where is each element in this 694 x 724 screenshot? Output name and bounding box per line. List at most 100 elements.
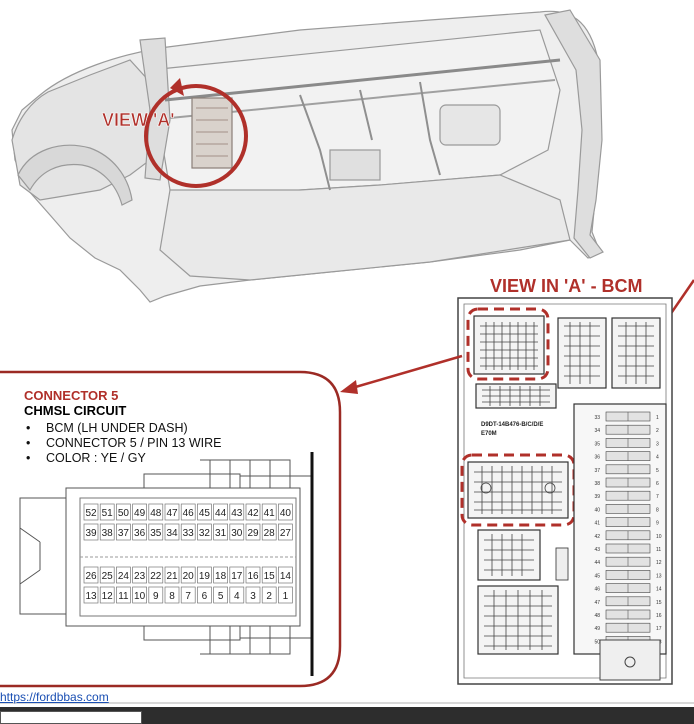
pin-cell xyxy=(83,566,99,584)
fuse-number: 4 xyxy=(656,455,659,461)
pin-label: 28 xyxy=(264,528,276,539)
fuse-number: 34 xyxy=(594,428,600,434)
fuse-number: 12 xyxy=(656,560,662,566)
connector-left-taper xyxy=(19,527,41,585)
bcm-connector-1 xyxy=(473,315,545,375)
fuse-number: 13 xyxy=(656,573,662,579)
pin-cell xyxy=(245,503,261,521)
pin-cell xyxy=(213,523,228,541)
fuse-number: 8 xyxy=(656,507,659,513)
pin-label: 36 xyxy=(134,528,146,539)
pin-label: 39 xyxy=(85,528,97,539)
pin-label: 20 xyxy=(183,571,195,582)
pin-label: 17 xyxy=(231,571,243,582)
pin-label: 10 xyxy=(134,591,146,602)
bcm-connector-1-highlight xyxy=(466,307,550,381)
fuse-number: 17 xyxy=(656,626,662,632)
bcm-connector-1-pins xyxy=(480,322,538,370)
pin-cell xyxy=(132,586,147,604)
bcm-bottom-mount xyxy=(599,639,661,681)
pin-label: 50 xyxy=(118,508,130,519)
pin-cell xyxy=(229,566,245,584)
pin-label: 27 xyxy=(280,528,292,539)
pin-label: 18 xyxy=(215,571,227,582)
pin-label: 33 xyxy=(183,528,195,539)
bcm-mount-hole xyxy=(624,656,636,668)
bcm-part-suffix: E70M xyxy=(481,431,497,437)
wheel-arch xyxy=(17,144,133,206)
pin-label: 31 xyxy=(215,528,227,539)
pin-cell xyxy=(278,566,293,584)
vehicle-body-illustration xyxy=(11,9,604,303)
connector-detail-arrow-line xyxy=(351,354,463,390)
connector-title: CONNECTOR 5 xyxy=(24,388,119,403)
pin-label: 34 xyxy=(166,528,178,539)
pin-label: 15 xyxy=(264,571,276,582)
pin-label: 12 xyxy=(102,591,114,602)
pin-label: 3 xyxy=(250,591,256,602)
pin-label: 49 xyxy=(134,508,146,519)
fuse-number: 11 xyxy=(656,547,661,553)
pin-label: 7 xyxy=(185,591,191,602)
fuse-number: 15 xyxy=(656,600,662,606)
fuse-number: 40 xyxy=(594,507,600,513)
connector-top-latch xyxy=(143,473,241,489)
pin-cell xyxy=(213,503,228,521)
pin-label: 48 xyxy=(150,508,162,519)
bcm-connector-6 xyxy=(477,529,541,581)
circuit-title: CHMSL CIRCUIT xyxy=(24,403,127,418)
pin-label: 37 xyxy=(118,528,130,539)
pin-cell xyxy=(278,503,293,521)
pin-cell xyxy=(197,503,212,521)
connector-bottom-ribs xyxy=(200,626,291,655)
bcm-connector-3-pins xyxy=(618,322,654,384)
right-a-pillar xyxy=(544,9,604,259)
source-link[interactable]: https://fordbbas.com xyxy=(0,690,109,704)
fuse-number: 6 xyxy=(656,481,659,487)
fuse-number: 39 xyxy=(594,494,600,500)
fuse-number: 44 xyxy=(594,560,600,566)
fuse-number: 14 xyxy=(656,587,662,593)
pin-label: 25 xyxy=(102,571,114,582)
fuse-number: 9 xyxy=(656,521,659,527)
pin-label: 26 xyxy=(85,571,97,582)
pin-label: 2 xyxy=(266,591,272,602)
pin-label: 40 xyxy=(280,508,292,519)
pin-cell xyxy=(83,586,99,604)
fuse-number: 41 xyxy=(594,521,600,527)
pin-cell xyxy=(278,523,293,541)
bcm-module-detail xyxy=(196,107,228,157)
connector-left-wing xyxy=(19,497,66,615)
pin-cell xyxy=(229,523,245,541)
pin-cell xyxy=(261,523,277,541)
pin-label: 4 xyxy=(234,591,240,602)
bcm-connector-5-pins xyxy=(474,466,562,514)
pin-cell xyxy=(148,503,164,521)
pin-label: 38 xyxy=(102,528,114,539)
pin-label: 24 xyxy=(118,571,130,582)
pin-label: 6 xyxy=(202,591,208,602)
pin-cell xyxy=(132,503,147,521)
fuse-number: 48 xyxy=(594,613,600,619)
connector-info-box: CONNECTOR 5 CHMSL CIRCUIT BCM (LH UNDER … xyxy=(24,388,324,466)
view-a-callout-circle xyxy=(144,84,248,188)
pin-label: 41 xyxy=(264,508,276,519)
fuse-number: 3 xyxy=(656,441,659,447)
pin-label: 5 xyxy=(218,591,224,602)
fuse-number: 10 xyxy=(656,534,662,540)
pin-cell xyxy=(180,503,196,521)
pin-label: 42 xyxy=(247,508,259,519)
pin-label: 22 xyxy=(150,571,162,582)
bcm-connector-2-pins xyxy=(564,322,600,384)
tunnel-bracket xyxy=(329,149,381,181)
pin-cell xyxy=(116,566,131,584)
pin-label: 52 xyxy=(85,508,97,519)
pin-cell xyxy=(148,566,164,584)
connector-detail-arrowhead xyxy=(340,380,358,394)
fuse-number: 33 xyxy=(594,415,600,421)
steering-support xyxy=(299,81,441,191)
pin-label: 21 xyxy=(166,571,178,582)
pin-label: 9 xyxy=(153,591,159,602)
pin-cell xyxy=(148,586,164,604)
